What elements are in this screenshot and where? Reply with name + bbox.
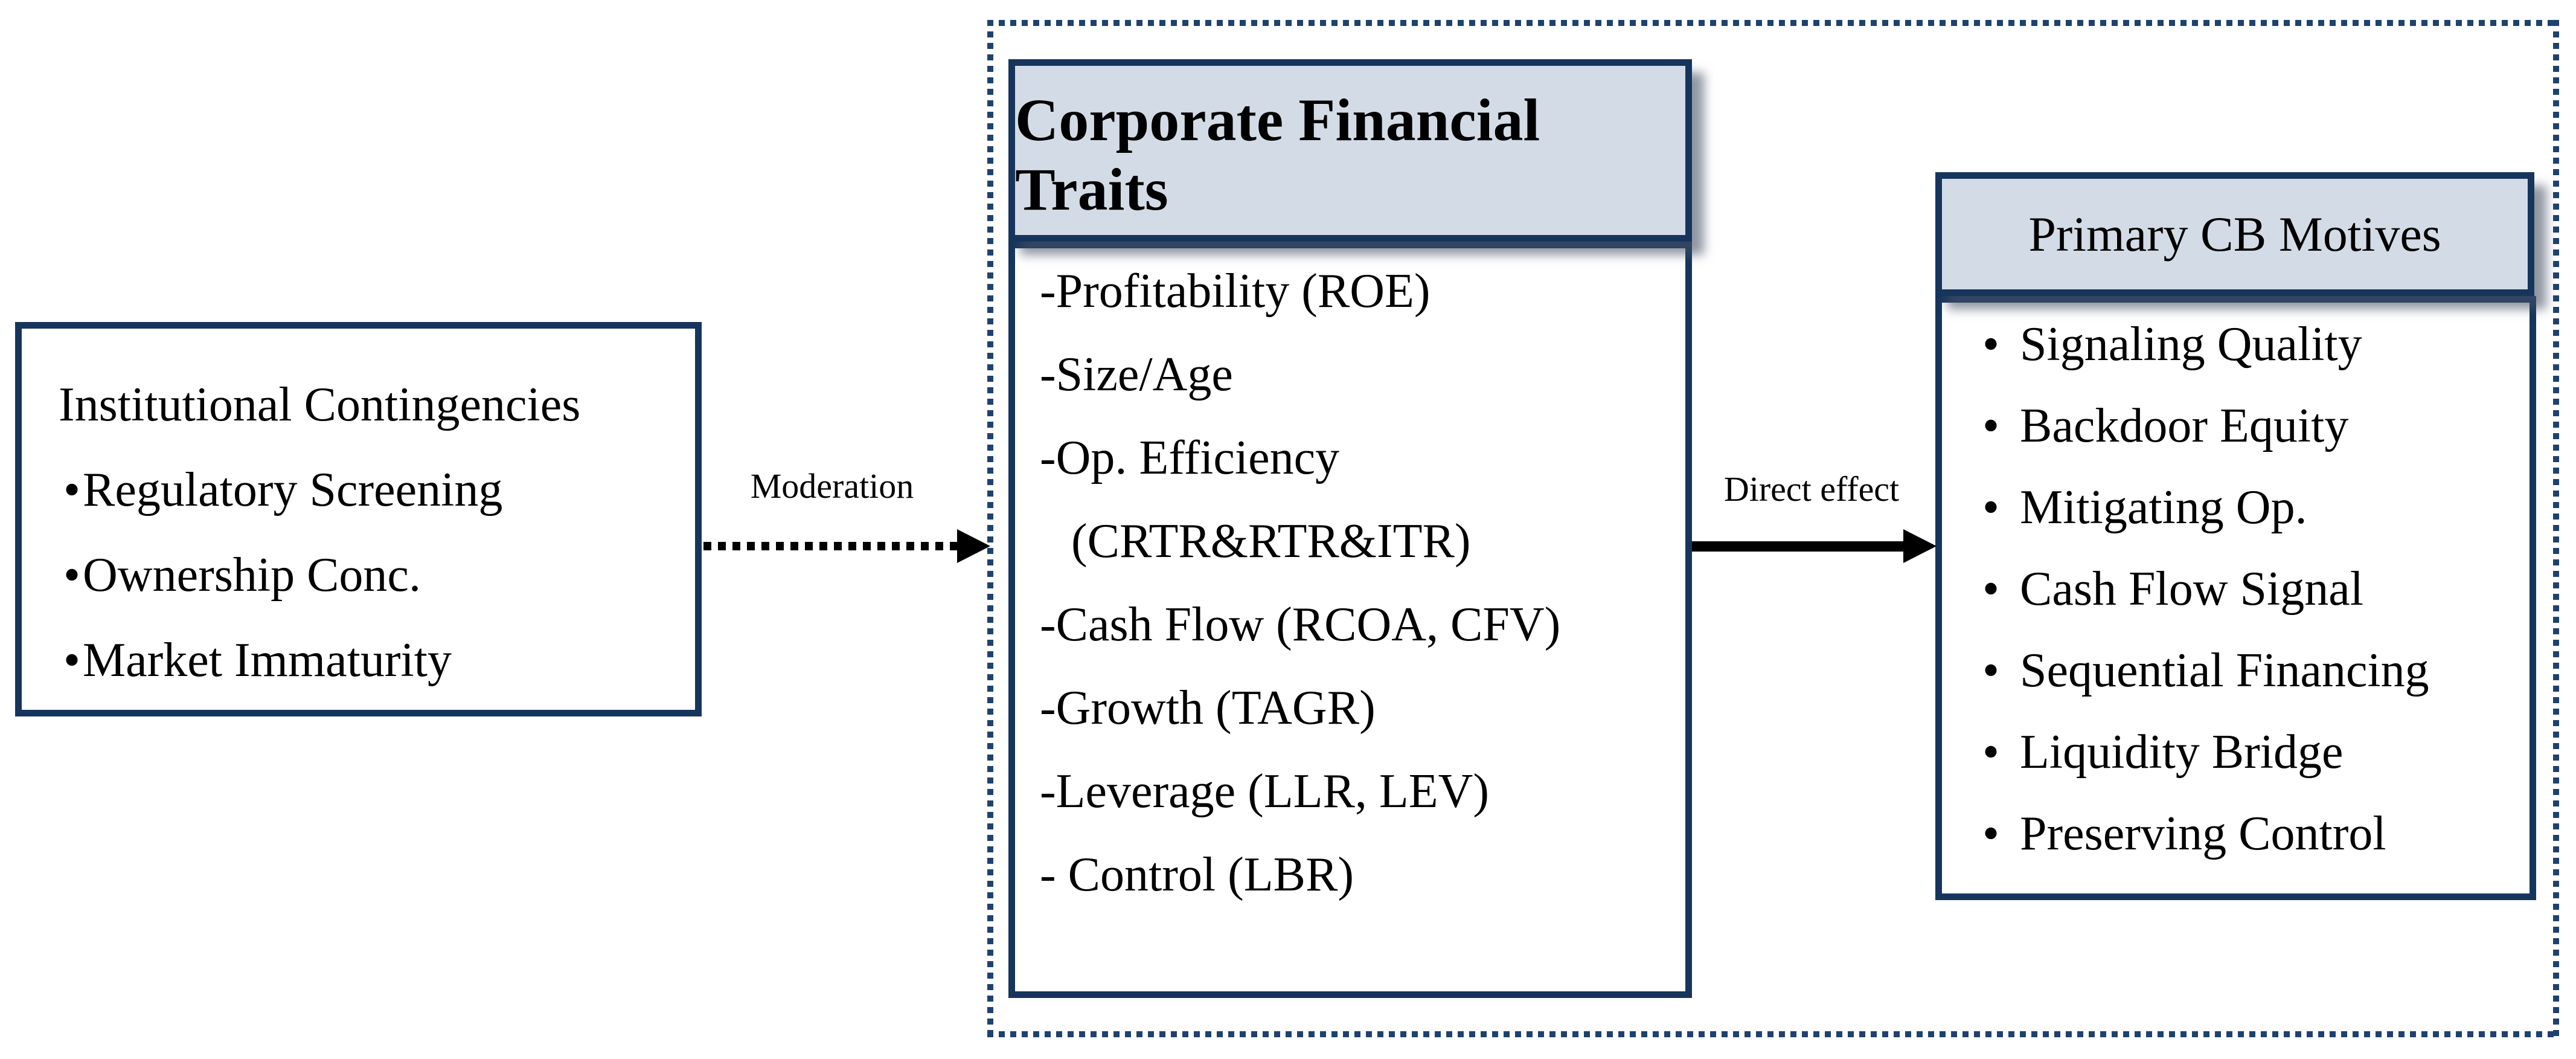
- list-item-label: Cash Flow Signal: [2020, 562, 2363, 616]
- moderation-arrow-line: [703, 542, 960, 550]
- corporate-financial-traits-header: Corporate Financial Traits: [1008, 59, 1692, 242]
- direct-effect-arrow-label: Direct effect: [1723, 469, 1900, 509]
- list-item: • Market Immaturity: [59, 618, 695, 703]
- bullet-icon: •: [1982, 399, 2000, 452]
- bullet-icon: •: [63, 549, 81, 602]
- motive-list-item: • Sequential Financing: [1982, 630, 2530, 712]
- institutional-contingencies-title: Institutional Contingencies: [59, 378, 581, 431]
- arrowhead-icon: [1903, 529, 1937, 563]
- institutional-contingencies-content: Institutional Contingencies • Regulatory…: [22, 329, 695, 703]
- header-title: Corporate Financial Traits: [1015, 86, 1540, 223]
- trait-list-item: -Growth (TAGR): [1040, 681, 1376, 735]
- motive-list: • Signaling Quality • Backdoor Equity • …: [1942, 303, 2530, 875]
- bullet-icon: •: [1982, 562, 2000, 616]
- arrowhead-icon: [957, 529, 990, 563]
- trait-list-item: -Size/Age: [1040, 347, 1233, 401]
- list-item-label: Regulatory Screening: [83, 463, 503, 517]
- list-item-label: Liquidity Bridge: [2020, 726, 2344, 779]
- list-item-label: Backdoor Equity: [2020, 399, 2349, 452]
- motive-list-item: • Backdoor Equity: [1982, 385, 2530, 467]
- list-item-label: Market Immaturity: [83, 634, 452, 687]
- motive-list-item: • Mitigating Op.: [1982, 467, 2530, 549]
- list-item: • Ownership Conc.: [59, 533, 695, 618]
- trait-list-item: -Profitability (ROE): [1040, 264, 1431, 318]
- bullet-icon: •: [1982, 318, 2000, 371]
- motive-list-item: • Signaling Quality: [1982, 304, 2530, 385]
- bullet-icon: •: [1982, 644, 2000, 697]
- header-title: Primary CB Motives: [2028, 206, 2441, 262]
- corporate-financial-traits-box: -Profitability (ROE) -Size/Age -Op. Effi…: [1008, 242, 1692, 998]
- motive-list-item: • Liquidity Bridge: [1982, 712, 2530, 793]
- direct-effect-arrow-line: [1692, 541, 1906, 552]
- bullet-icon: •: [63, 634, 81, 687]
- list-item-label: Mitigating Op.: [2020, 481, 2307, 534]
- list-item-label: Ownership Conc.: [83, 549, 421, 602]
- moderation-arrow-label: Moderation: [750, 466, 914, 506]
- list-item-label: Signaling Quality: [2020, 318, 2362, 371]
- motive-list-item: • Preserving Control: [1982, 793, 2530, 875]
- list-item-label: Preserving Control: [2020, 807, 2386, 860]
- institutional-contingencies-box: Institutional Contingencies • Regulatory…: [15, 322, 702, 716]
- trait-list-item: - Control (LBR): [1040, 848, 1354, 901]
- trait-list-item: -Cash Flow (RCOA, CFV): [1040, 597, 1561, 651]
- bullet-icon: •: [1982, 726, 2000, 779]
- primary-cb-motives-header: Primary CB Motives: [1935, 172, 2534, 296]
- primary-cb-motives-box: • Signaling Quality • Backdoor Equity • …: [1935, 296, 2536, 900]
- list-item: • Regulatory Screening: [59, 448, 695, 533]
- list-item-label: Sequential Financing: [2020, 644, 2429, 697]
- bullet-icon: •: [1982, 481, 2000, 534]
- bullet-icon: •: [63, 463, 81, 517]
- trait-list: -Profitability (ROE) -Size/Age -Op. Effi…: [1015, 248, 1685, 916]
- trait-list-item: (CRTR&RTR&ITR): [1071, 514, 1471, 568]
- trait-list-item: -Leverage (LLR, LEV): [1040, 764, 1490, 818]
- bullet-icon: •: [1982, 807, 2000, 860]
- motive-list-item: • Cash Flow Signal: [1982, 549, 2530, 630]
- trait-list-item: -Op. Efficiency: [1040, 431, 1340, 484]
